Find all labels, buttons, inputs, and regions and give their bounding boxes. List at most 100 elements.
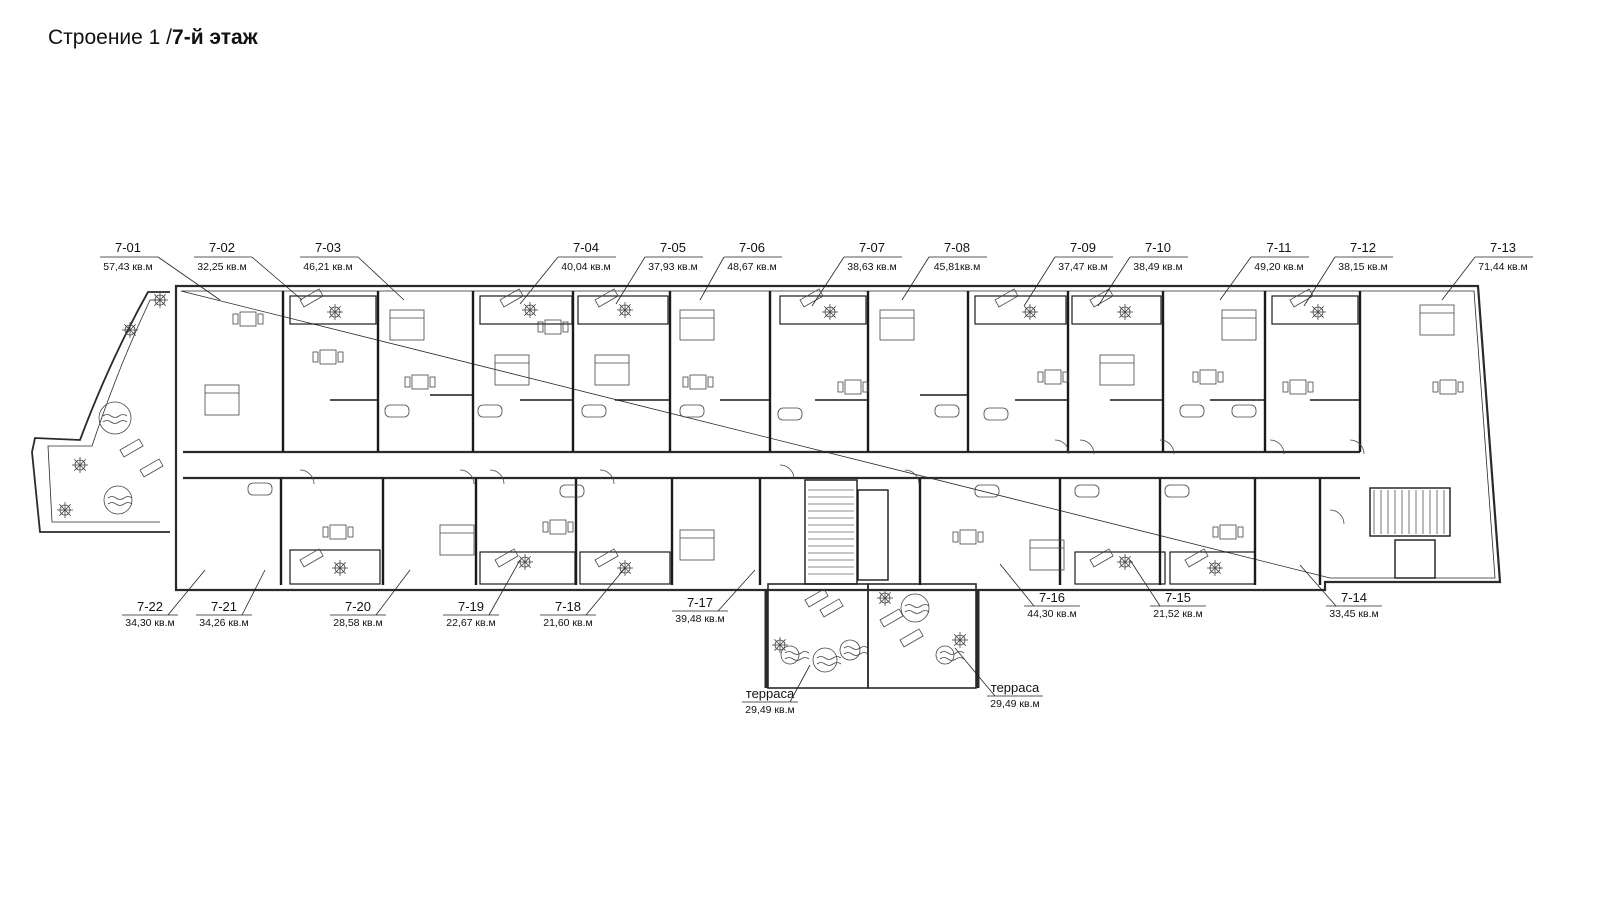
balcony-strip <box>579 551 671 585</box>
water-ripple <box>784 651 810 661</box>
chair <box>232 313 239 325</box>
door-swing <box>904 469 920 485</box>
chair <box>322 526 329 538</box>
plant-leaf <box>824 306 831 313</box>
chair <box>1192 371 1199 383</box>
sun-lounger <box>879 608 904 628</box>
terrace-name: терраса <box>991 680 1040 695</box>
bed <box>1419 304 1455 336</box>
door-swing <box>299 469 315 485</box>
unit-number: 7-17 <box>687 595 713 610</box>
sun-lounger <box>594 288 619 308</box>
plant-leaf <box>1119 311 1126 318</box>
plant-leaf <box>1024 311 1031 318</box>
unit-number: 7-19 <box>458 599 484 614</box>
plant-leaf <box>64 509 71 516</box>
unit-area: 28,58 кв.м <box>333 617 383 629</box>
unit-area: 45,81кв.м <box>934 261 981 273</box>
balcony-strip <box>1071 295 1162 325</box>
table <box>549 519 567 535</box>
unit-area: 22,67 кв.м <box>446 617 496 629</box>
bathtub <box>384 404 410 418</box>
bathtub <box>777 407 803 421</box>
water-ripple <box>843 646 869 656</box>
plant-leaf <box>1119 306 1126 313</box>
bathtub <box>477 404 503 418</box>
plant-leaf <box>1214 562 1221 569</box>
chair <box>682 376 689 388</box>
unit-label-7-19[interactable]: 7-19 22,67 кв.м <box>443 559 521 629</box>
table <box>689 374 707 390</box>
plant-leaf <box>124 324 131 331</box>
leader-line <box>811 256 845 307</box>
bed <box>1029 539 1065 571</box>
plant-leaf <box>59 509 66 516</box>
plant-leaf <box>524 561 531 568</box>
balcony-strip <box>289 295 377 325</box>
water-ripple <box>816 656 842 666</box>
plant-leaf <box>779 639 786 646</box>
plant-leaf <box>74 459 81 466</box>
water-feature <box>839 639 861 661</box>
unit-area: 33,45 кв.м <box>1329 608 1379 620</box>
plant-leaf <box>879 592 886 599</box>
door-swing <box>1349 439 1365 455</box>
plant-leaf <box>824 311 831 318</box>
leader-line <box>488 559 521 616</box>
plant-leaf <box>1124 561 1131 568</box>
sun-lounger <box>494 548 519 568</box>
table <box>544 319 562 335</box>
leader-line <box>717 569 756 612</box>
leader-line <box>375 569 411 616</box>
sun-lounger <box>139 458 164 478</box>
balcony-strip <box>479 551 576 585</box>
plant-leaf <box>334 562 341 569</box>
plant-leaf <box>1317 311 1324 318</box>
bed <box>679 529 715 561</box>
unit-number: 7-07 <box>859 240 885 255</box>
plant-leaf <box>524 309 531 316</box>
plant-leaf <box>334 306 341 313</box>
bathtub <box>559 484 585 498</box>
bed <box>1099 354 1135 386</box>
chair <box>1432 381 1439 393</box>
chair <box>312 351 319 363</box>
sun-lounger <box>1289 288 1314 308</box>
water-feature <box>780 645 800 665</box>
stair-core <box>804 479 858 585</box>
unit-number: 7-06 <box>739 240 765 255</box>
table <box>411 374 429 390</box>
unit-area: 40,04 кв.м <box>561 261 611 273</box>
water-ripple <box>904 604 930 614</box>
plant-leaf <box>154 294 161 301</box>
leader-line <box>1219 256 1252 301</box>
balcony-wing-outline <box>31 291 170 533</box>
unit-number: 7-13 <box>1490 240 1516 255</box>
table <box>1439 379 1457 395</box>
water-feature <box>935 645 955 665</box>
sun-lounger <box>299 548 324 568</box>
